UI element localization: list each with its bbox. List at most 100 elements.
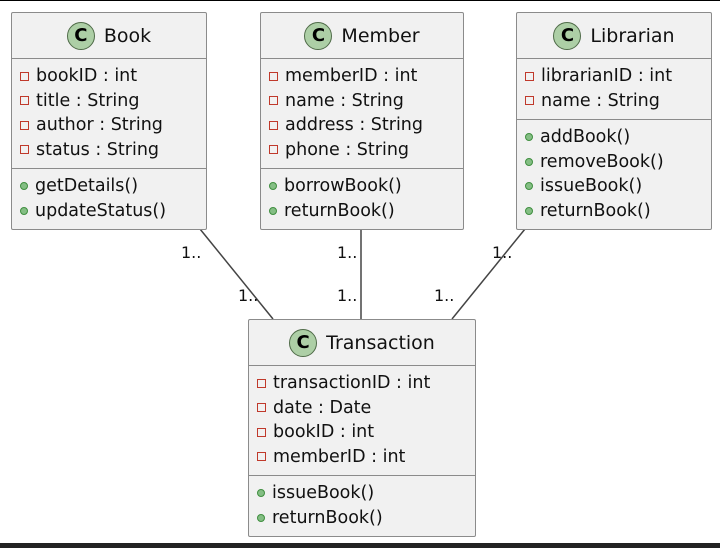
multiplicity-label: 1.. bbox=[492, 243, 513, 262]
class-header: C Book bbox=[12, 13, 206, 58]
methods-section: addBook() removeBook() issueBook() retur… bbox=[517, 120, 711, 229]
multiplicity-label: 1.. bbox=[181, 243, 202, 262]
attribute-text: bookID : int bbox=[36, 66, 138, 87]
public-visibility-icon bbox=[525, 182, 533, 191]
multiplicity-label: 1.. bbox=[337, 286, 358, 305]
attribute-text: title : String bbox=[36, 90, 140, 111]
method-row: removeBook() bbox=[525, 150, 711, 175]
attribute-row: bookID : int bbox=[20, 64, 206, 89]
attribute-row: address : String bbox=[269, 113, 463, 138]
divider bbox=[12, 58, 206, 59]
divider bbox=[517, 119, 711, 120]
private-visibility-icon bbox=[257, 452, 266, 462]
public-visibility-icon bbox=[20, 206, 28, 215]
methods-section: borrowBook() returnBook() bbox=[261, 169, 463, 229]
class-name: Transaction bbox=[326, 331, 435, 354]
attribute-text: phone : String bbox=[285, 139, 410, 160]
method-row: returnBook() bbox=[525, 199, 711, 224]
class-transaction[interactable]: C Transaction transactionID : int date :… bbox=[248, 319, 476, 537]
class-librarian[interactable]: C Librarian librarianID : int name : Str… bbox=[516, 12, 712, 230]
class-header: C Member bbox=[261, 13, 463, 58]
attributes-section: librarianID : int name : String bbox=[517, 59, 711, 119]
class-member[interactable]: C Member memberID : int name : String ad… bbox=[260, 12, 464, 230]
divider bbox=[261, 58, 463, 59]
private-visibility-icon bbox=[20, 145, 29, 155]
method-row: borrowBook() bbox=[269, 174, 463, 199]
public-visibility-icon bbox=[269, 206, 277, 215]
class-stereotype-icon: C bbox=[289, 328, 318, 357]
method-text: removeBook() bbox=[540, 151, 664, 172]
divider bbox=[261, 168, 463, 169]
public-visibility-icon bbox=[525, 206, 533, 215]
private-visibility-icon bbox=[257, 403, 266, 413]
method-row: issueBook() bbox=[525, 174, 711, 199]
method-text: returnBook() bbox=[540, 200, 651, 221]
attribute-row: name : String bbox=[525, 89, 711, 114]
attribute-row: memberID : int bbox=[269, 64, 463, 89]
class-stereotype-icon: C bbox=[66, 21, 95, 50]
public-visibility-icon bbox=[525, 157, 533, 166]
method-text: issueBook() bbox=[272, 483, 375, 504]
attribute-text: bookID : int bbox=[273, 422, 375, 443]
attributes-section: bookID : int title : String author : Str… bbox=[12, 59, 206, 168]
attribute-row: librarianID : int bbox=[525, 64, 711, 89]
method-text: getDetails() bbox=[35, 176, 139, 197]
method-row: updateStatus() bbox=[20, 199, 206, 224]
public-visibility-icon bbox=[269, 182, 277, 191]
divider bbox=[249, 475, 475, 476]
attribute-text: name : String bbox=[541, 90, 660, 111]
private-visibility-icon bbox=[269, 71, 278, 81]
attribute-text: name : String bbox=[285, 90, 404, 111]
attribute-row: author : String bbox=[20, 113, 206, 138]
method-row: issueBook() bbox=[257, 481, 475, 506]
private-visibility-icon bbox=[269, 96, 278, 106]
private-visibility-icon bbox=[257, 427, 266, 437]
bottom-border bbox=[0, 543, 720, 548]
attribute-text: memberID : int bbox=[285, 66, 418, 87]
divider bbox=[249, 365, 475, 366]
attributes-section: transactionID : int date : Date bookID :… bbox=[249, 366, 475, 475]
private-visibility-icon bbox=[20, 71, 29, 81]
public-visibility-icon bbox=[257, 489, 265, 498]
attribute-text: address : String bbox=[285, 115, 424, 136]
method-text: issueBook() bbox=[540, 176, 643, 197]
private-visibility-icon bbox=[269, 145, 278, 155]
private-visibility-icon bbox=[269, 120, 278, 130]
class-name: Librarian bbox=[590, 24, 675, 47]
attribute-text: status : String bbox=[36, 139, 160, 160]
method-text: updateStatus() bbox=[35, 200, 167, 221]
attribute-text: librarianID : int bbox=[541, 66, 673, 87]
private-visibility-icon bbox=[525, 71, 534, 81]
divider bbox=[12, 168, 206, 169]
attribute-text: date : Date bbox=[273, 397, 372, 418]
private-visibility-icon bbox=[20, 96, 29, 106]
class-stereotype-icon: C bbox=[553, 21, 582, 50]
attribute-row: title : String bbox=[20, 89, 206, 114]
divider bbox=[517, 58, 711, 59]
attribute-row: status : String bbox=[20, 138, 206, 163]
methods-section: issueBook() returnBook() bbox=[249, 476, 475, 536]
method-text: returnBook() bbox=[284, 200, 395, 221]
method-text: borrowBook() bbox=[284, 176, 402, 197]
class-header: C Transaction bbox=[249, 320, 475, 365]
class-book[interactable]: C Book bookID : int title : String autho… bbox=[11, 12, 207, 230]
attribute-row: bookID : int bbox=[257, 420, 475, 445]
attribute-text: memberID : int bbox=[273, 446, 406, 467]
attribute-row: date : Date bbox=[257, 396, 475, 421]
class-name: Member bbox=[341, 24, 420, 47]
public-visibility-icon bbox=[525, 133, 533, 142]
multiplicity-label: 1.. bbox=[434, 286, 455, 305]
private-visibility-icon bbox=[525, 96, 534, 106]
attributes-section: memberID : int name : String address : S… bbox=[261, 59, 463, 168]
public-visibility-icon bbox=[20, 182, 28, 191]
public-visibility-icon bbox=[257, 513, 265, 522]
attribute-row: transactionID : int bbox=[257, 371, 475, 396]
association-librarian-transaction bbox=[451, 228, 526, 320]
method-text: addBook() bbox=[540, 127, 631, 148]
attribute-row: memberID : int bbox=[257, 445, 475, 470]
method-row: getDetails() bbox=[20, 174, 206, 199]
multiplicity-label: 1.. bbox=[238, 286, 259, 305]
class-stereotype-icon: C bbox=[304, 21, 333, 50]
attribute-row: name : String bbox=[269, 89, 463, 114]
multiplicity-label: 1.. bbox=[337, 243, 358, 262]
